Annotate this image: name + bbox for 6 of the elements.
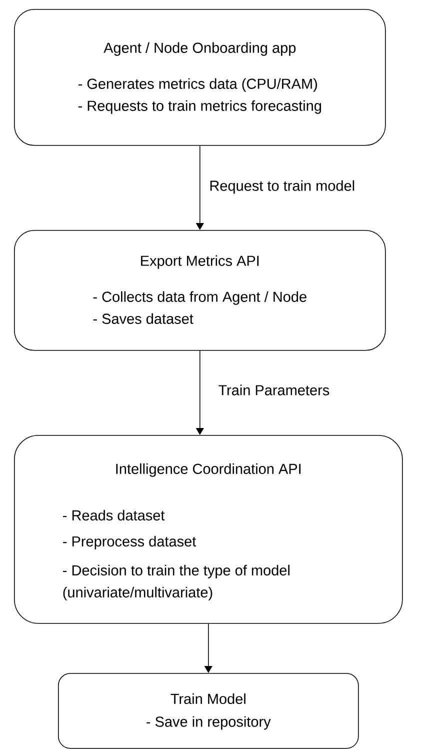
process-box: Agent / Node Onboarding app - Generates metrics data (CPU/RAM) - Requests to train metrics forecasting <box>14 9 386 146</box>
edge-label: Request to train model <box>210 180 354 194</box>
process-box: Export Metrics API - Collects data from Agent / Node - Saves dataset <box>14 230 386 351</box>
process-box: Intelligence Coordination API - Reads dataset - Preprocess dataset - Decision to train the type of model (univariate/multivariate) <box>14 435 403 624</box>
process-box: Train Model - Save in repository <box>58 673 359 749</box>
edge-label: Train Parameters <box>218 384 330 396</box>
